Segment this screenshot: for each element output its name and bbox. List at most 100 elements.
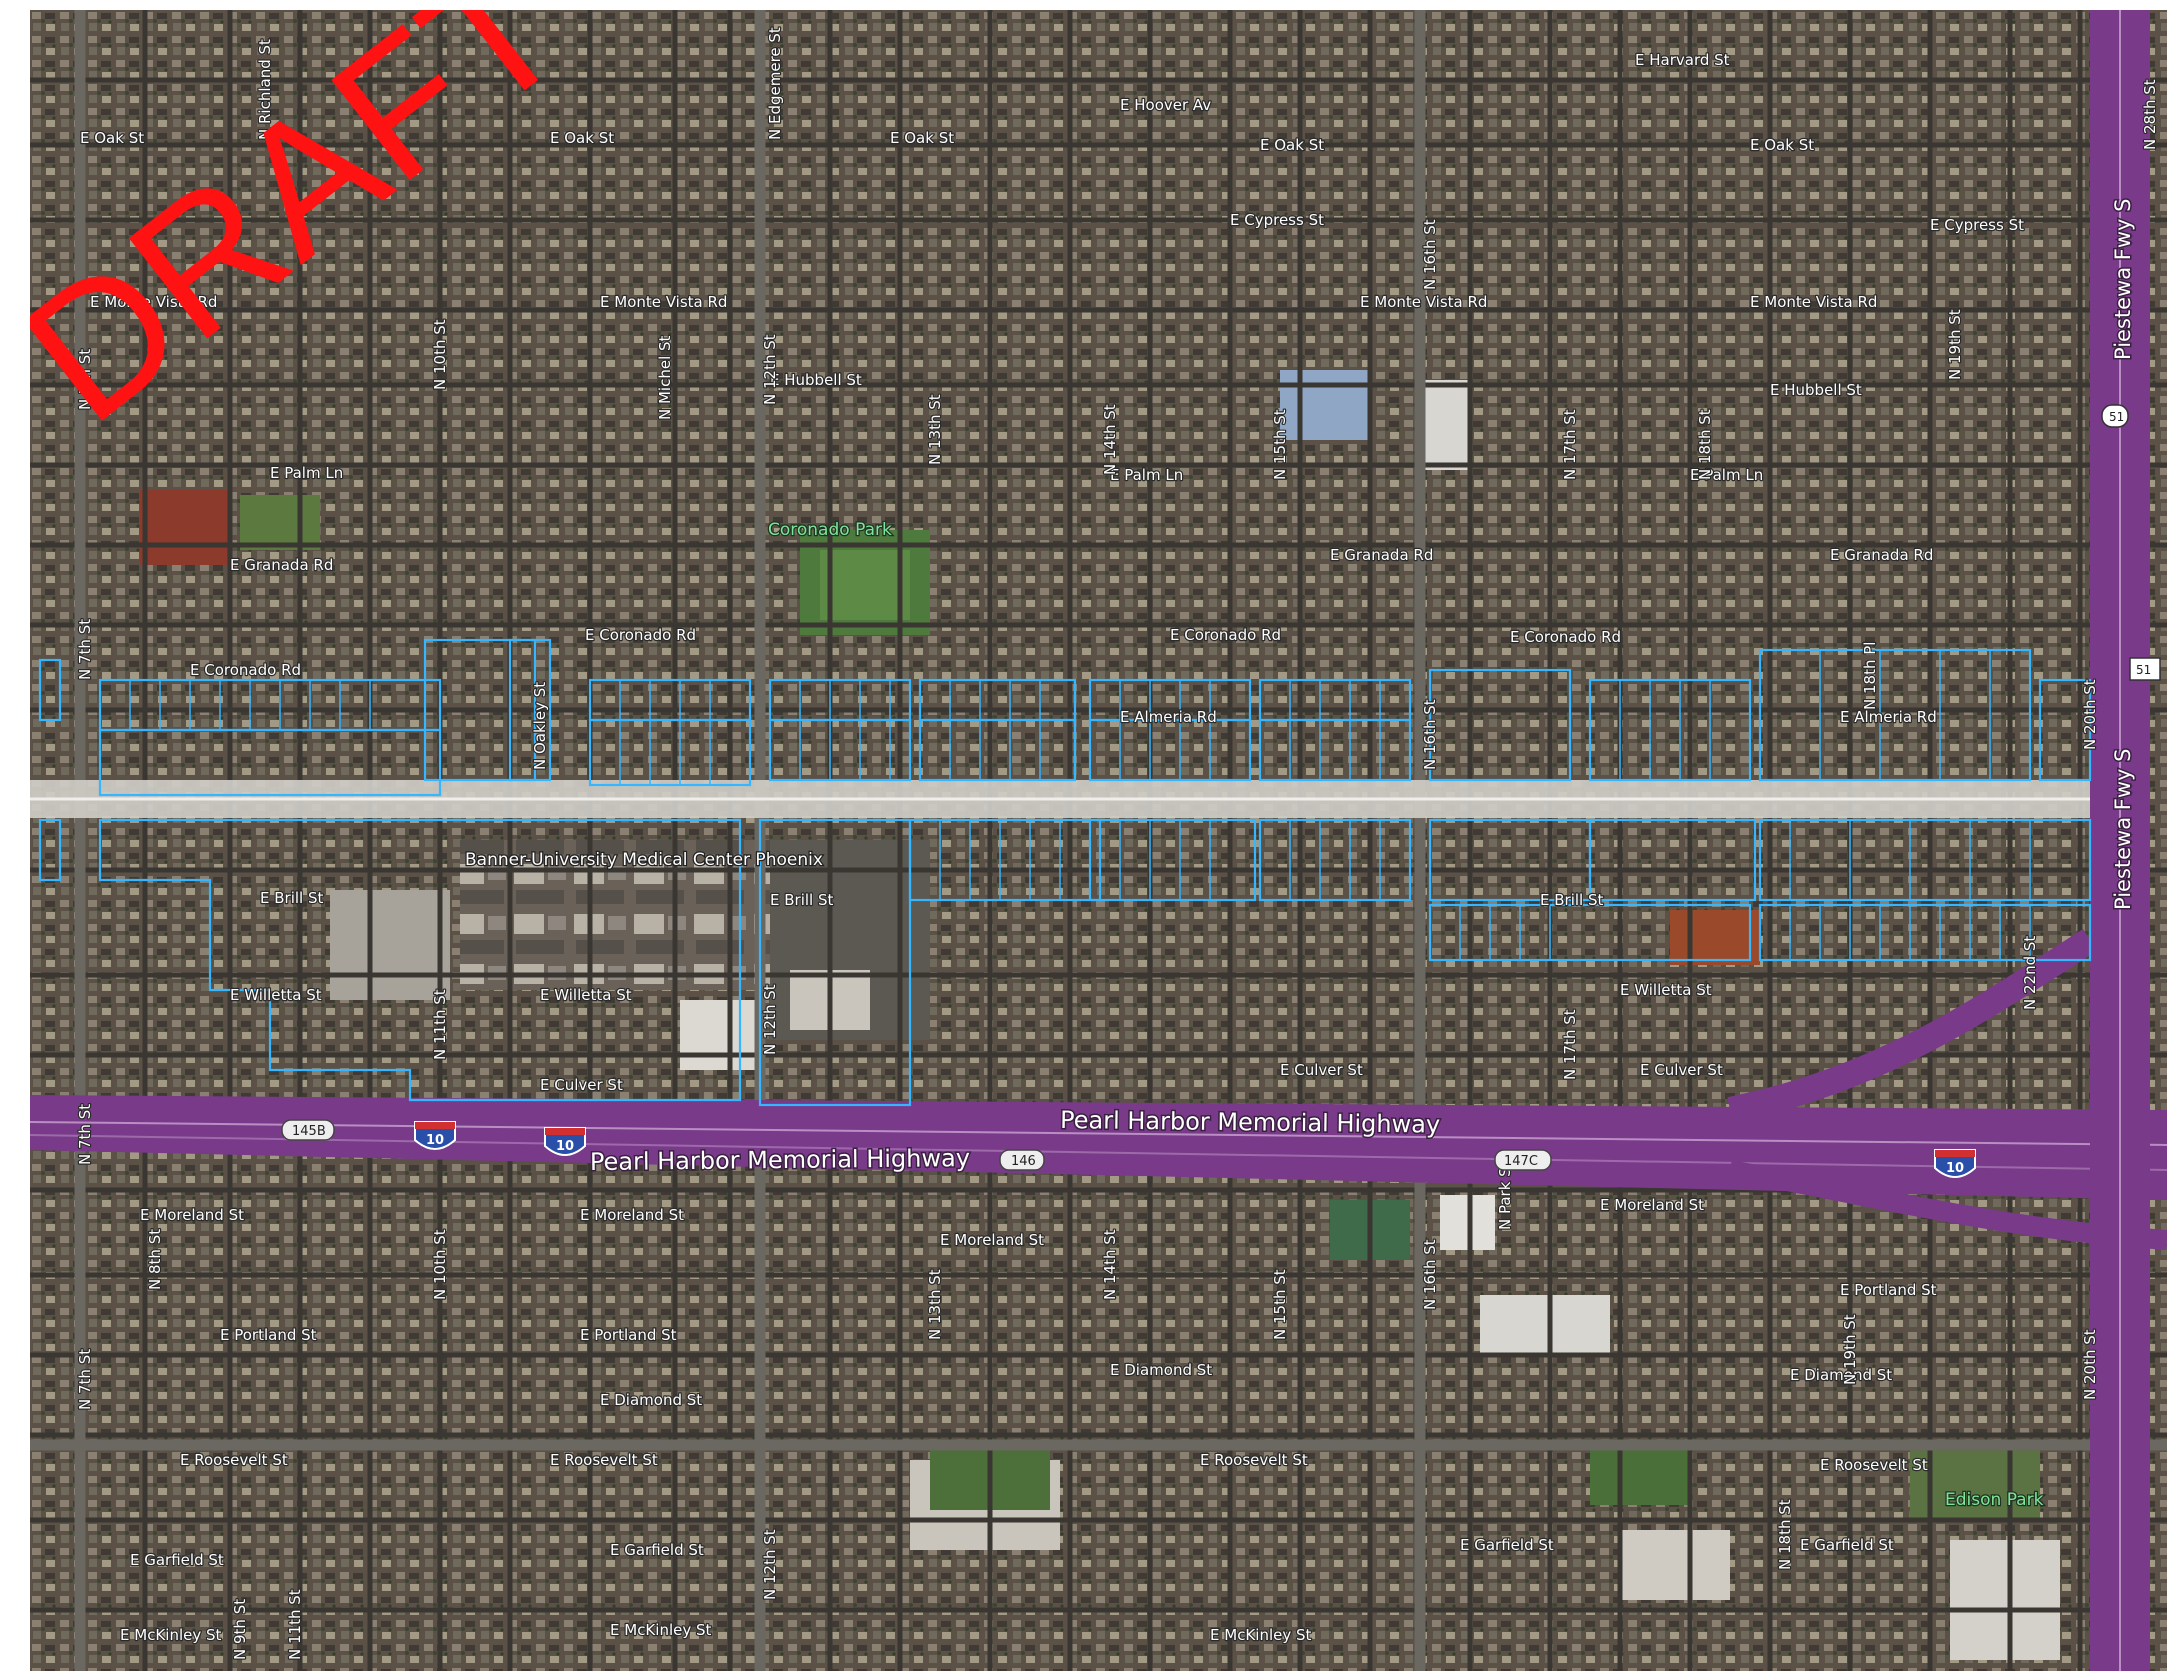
street-label: E Palm Ln: [1110, 466, 1183, 484]
street-label: E Granada Rd: [1830, 546, 1933, 564]
hospital-label: Banner-University Medical Center Phoenix: [465, 850, 823, 870]
street-label: E Coronado Rd: [190, 661, 301, 679]
street-label: E Monte Vista Rd: [600, 293, 727, 311]
street-label: N 16th St: [1421, 219, 1439, 290]
street-label: N 11th St: [286, 1589, 304, 1660]
street-label: E Garfield St: [1800, 1536, 1894, 1554]
street-label: E Coronado Rd: [1170, 626, 1281, 644]
street-label: N Park St: [1496, 1161, 1514, 1230]
street-label: N 7th St: [76, 619, 94, 680]
parcel-outlines: [38, 638, 2092, 1107]
street-label: E Brill St: [260, 889, 323, 907]
svg-text:51: 51: [2109, 410, 2124, 424]
street-label: N 15th St: [1271, 409, 1289, 480]
street-labels: E Harvard St E Oak St E Oak St E Oak St …: [75, 26, 2160, 1661]
street-label: N 13th St: [926, 394, 944, 465]
street-label: E Almeria Rd: [1120, 708, 1217, 726]
street-label: E Oak St: [550, 129, 614, 147]
street-label: N 10th St: [431, 1229, 449, 1300]
street-label: E Coronado Rd: [585, 626, 696, 644]
street-label: E Roosevelt St: [1200, 1451, 1308, 1469]
street-label: E Oak St: [890, 129, 954, 147]
street-label: N 13th St: [926, 1269, 944, 1340]
street-label: N Michel St: [656, 335, 674, 420]
street-label: E Monte Vista Rd: [1360, 293, 1487, 311]
street-label: E Garfield St: [130, 1551, 224, 1569]
street-label: N 22nd St: [2021, 936, 2039, 1010]
street-label: E Diamond St: [600, 1391, 702, 1409]
sr51-shield-icon: 51: [2101, 404, 2129, 428]
street-label: N 18th St: [1696, 409, 1714, 480]
street-label: N 20th St: [2081, 679, 2099, 750]
street-label: E Moreland St: [1600, 1196, 1704, 1214]
svg-text:145B: 145B: [292, 1124, 326, 1139]
street-label: E Brill St: [1540, 891, 1603, 909]
street-label: E Granada Rd: [1330, 546, 1433, 564]
street-label: E Monte Vista Rd: [1750, 293, 1877, 311]
street-label: N 7th St: [76, 1104, 94, 1165]
street-label: N 12th St: [761, 1529, 779, 1600]
i10-highway-label-east: Pearl Harbor Memorial Highway: [1060, 1106, 1440, 1139]
sr51-freeway: [2090, 10, 2150, 1671]
street-label: E McKinley St: [610, 1621, 712, 1639]
street-label: N 14th St: [1101, 404, 1119, 475]
parcel-lot-lines: [129, 650, 2031, 960]
street-label: E Moreland St: [580, 1206, 684, 1224]
street-label: E Willetta St: [230, 986, 322, 1004]
street-label: N Richland St: [256, 39, 274, 140]
street-label: N 7th St: [76, 1349, 94, 1410]
svg-text:51: 51: [2136, 663, 2151, 677]
street-label: N 14th St: [1101, 1229, 1119, 1300]
street-label: E Hubbell St: [770, 371, 862, 389]
street-label: E Monte Vista Rd: [90, 293, 217, 311]
svg-text:10: 10: [426, 1133, 444, 1148]
street-label: N 12th St: [761, 984, 779, 1055]
street-label: N 19th St: [1946, 309, 1964, 380]
street-label: E Culver St: [540, 1076, 623, 1094]
street-label: E Willetta St: [1620, 981, 1712, 999]
street-label: E Willetta St: [540, 986, 632, 1004]
street-grid: [30, 10, 2167, 1671]
street-label: E Diamond St: [1790, 1366, 1892, 1384]
svg-text:10: 10: [556, 1139, 574, 1154]
street-label: E Moreland St: [140, 1206, 244, 1224]
interstate-10-shield-icon: 10: [544, 1127, 586, 1156]
street-label: E Hoover Av: [1120, 96, 1211, 114]
street-label: E Portland St: [1840, 1281, 1937, 1299]
svg-text:147C: 147C: [1504, 1154, 1538, 1169]
street-label: N 7th St: [76, 349, 94, 410]
street-label: E Almeria Rd: [1840, 708, 1937, 726]
street-label: E Portland St: [220, 1326, 317, 1344]
svg-text:146: 146: [1011, 1154, 1036, 1169]
edison-park-label: Edison Park: [1945, 1490, 2044, 1510]
street-label: E Moreland St: [940, 1231, 1044, 1249]
street-label: E Culver St: [1280, 1061, 1363, 1079]
street-label: N 18th St: [1776, 1499, 1794, 1570]
svg-text:10: 10: [1946, 1161, 1964, 1176]
street-label: E Roosevelt St: [550, 1451, 658, 1469]
street-label: E Oak St: [1260, 136, 1324, 154]
street-label: E Cypress St: [1930, 216, 2024, 234]
i10-highway-label-west: Pearl Harbor Memorial Highway: [590, 1144, 970, 1176]
interstate-10-shield-icon: 10: [414, 1121, 456, 1150]
street-label: E McKinley St: [1210, 1626, 1312, 1644]
street-label: E Palm Ln: [270, 464, 343, 482]
aerial-map[interactable]: E Harvard St E Oak St E Oak St E Oak St …: [30, 10, 2167, 1671]
sr51-shield-icon: 51: [2129, 657, 2161, 681]
street-label: E McKinley St: [120, 1626, 222, 1644]
map-background: [30, 10, 2167, 1671]
street-label: E Harvard St: [1635, 51, 1730, 69]
street-label: N 15th St: [1271, 1269, 1289, 1340]
street-label: E Roosevelt St: [180, 1451, 288, 1469]
street-label: N Oakley St: [531, 682, 549, 770]
street-label: N 17th St: [1561, 1009, 1579, 1080]
interstate-10-shield-icon: 10: [1934, 1149, 1976, 1178]
sr51-label-north: Piestewa Fwy S: [2111, 199, 2135, 360]
street-label: N 12th St: [761, 334, 779, 405]
street-label: E Garfield St: [610, 1541, 704, 1559]
street-label: E Garfield St: [1460, 1536, 1554, 1554]
street-label: N 11th St: [431, 989, 449, 1060]
street-label: E Coronado Rd: [1510, 628, 1621, 646]
arterial-streets: [30, 10, 2167, 1671]
street-label: N 16th St: [1421, 699, 1439, 770]
